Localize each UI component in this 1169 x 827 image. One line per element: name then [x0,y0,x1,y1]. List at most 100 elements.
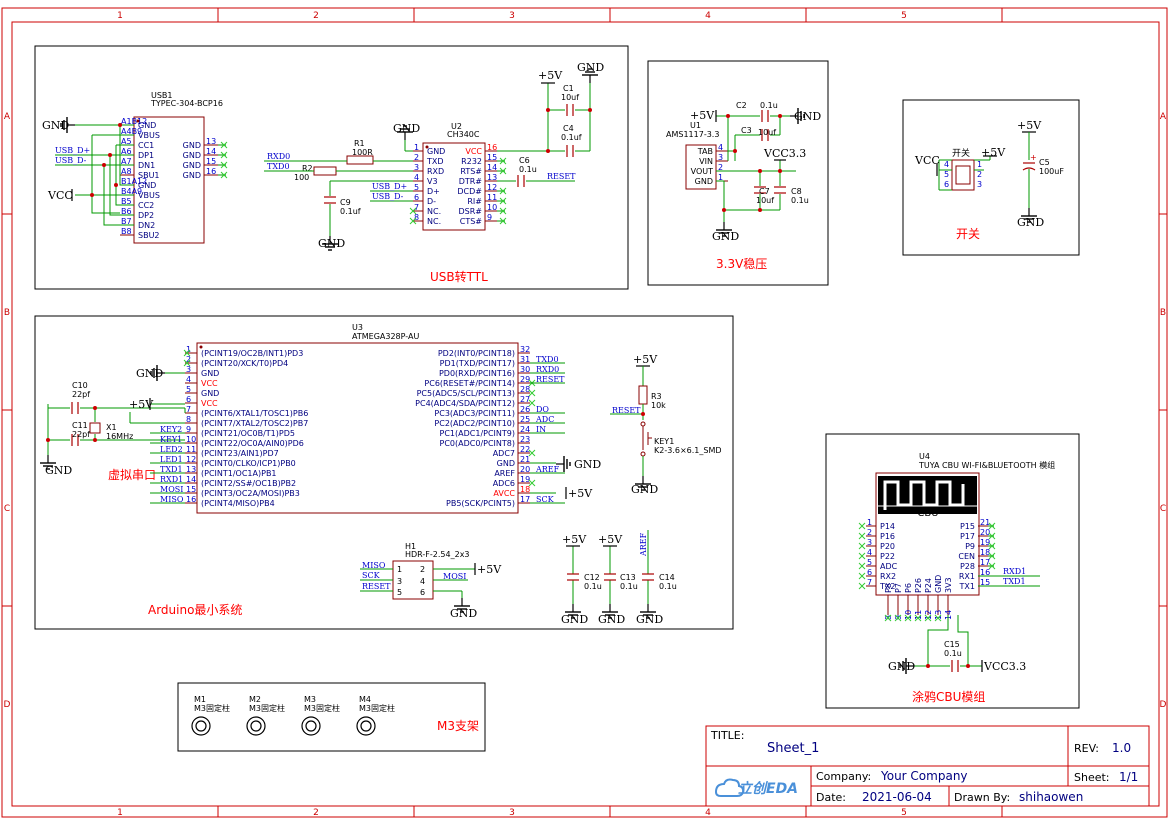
pin-name: (PCINT21/OC0B/T1)PD5 [201,429,295,438]
net-reset: RESET [612,406,641,415]
pin-number: 12 [487,183,497,192]
ref-designator: C11 [72,421,88,430]
pin-name: PC1(ADC1/PCINT9) [440,429,515,438]
block-label: USB转TTL [430,269,488,284]
block-label: 3.3V稳压 [716,256,767,271]
pin-name: CC1 [138,141,154,150]
gnd-label: GND [1017,216,1044,229]
gnd-label: GND [318,237,345,250]
pin-number: 6 [186,395,191,404]
pin-number: 14 [206,147,216,156]
mount-hole-inner [360,720,372,732]
pin-name: VIN [699,157,713,166]
cbu-block: 涂鸦CBU模组 U4 TUYA CBU WI-FI&BLUETOOTH 模组 C… [825,433,1080,709]
pin-name: (PCINT4/MISO)PB4 [201,499,275,508]
pin-name: GND [201,369,219,378]
pin-name: P24 [924,578,933,593]
part-value: 0.1u [519,165,537,174]
pin-number: B1A12 [121,177,147,186]
pin-name: RTS# [460,167,482,176]
ch340-right-pins: 16VCC15R23214RTS#13DTR#12DCD#11RI#10DSR#… [457,143,507,226]
part-value: 10uf [561,93,579,102]
mount-hole-inner [305,720,317,732]
pin-number: 2 [186,355,191,364]
pin-name: ADC7 [493,449,515,458]
pin-number: 15 [186,485,196,494]
part-value: M3固定柱 [359,703,395,713]
pin-name: PC5(ADC5/SCL/PCINT13) [417,389,515,398]
pin-number: 3 [718,153,723,162]
ref-designator: M1 [194,695,206,704]
pin-number: 15 [206,157,216,166]
part-value: 100R [352,148,373,157]
pin-name: PC4(ADC4/SDA/PCINT12) [415,399,515,408]
pin-name: (PCINT23/AIN1)PD7 [201,449,279,458]
net-label: IN [536,425,546,434]
no-connect-mark [858,542,866,550]
ref-designator: C12 [584,573,600,582]
net-usb-dp: USB_D+ [55,146,90,155]
pin-number: 8 [186,415,191,424]
pin-number: 14 [487,163,497,172]
part-value: 10k [651,401,666,410]
pin-number: 4 [867,548,872,557]
pin-name: RX1 [959,572,975,581]
ref-designator: X1 [106,423,117,432]
pin-number: 6 [944,180,949,189]
pin-number: 32 [520,345,530,354]
no-connect-mark [858,552,866,560]
gnd-label: GND [136,367,163,380]
net-sck: SCK [362,571,381,580]
pin-number: 5 [186,385,191,394]
pin-number: 17 [520,495,530,504]
header-h1: H1 HDR-F-2.54_2x3 1 2 3 4 5 6 MISO SCK [360,542,502,620]
pin-number: A5 [121,137,132,146]
ref-designator: C2 [736,101,747,110]
pin-number: 2 [718,163,723,172]
pin-number: 18 [520,485,530,494]
pin-number: 23 [520,435,530,444]
pin-number: 13 [934,610,943,620]
pin-number: 18 [980,548,990,557]
net-aref: AREF [639,532,648,557]
pin-name: PC6(RESET#/PCINT14) [424,379,515,388]
power-label: +5V [1017,119,1042,132]
pin-number: B6 [121,207,132,216]
pin-name: SBU1 [138,171,160,180]
ref-designator: M2 [249,695,261,704]
net-label: LED2 [160,445,183,454]
net-label: KEY1 [160,435,182,444]
pin-name: NC. [427,207,441,216]
pin-name: PD2(INT0/PCINT18) [438,349,515,358]
net-label: MOSI [160,485,183,494]
pin-number: 1 [414,143,419,152]
ref-designator: C3 [741,126,752,135]
part-value: TYPEC-304-BCP16 [150,99,223,108]
pin-number: 4 [718,143,723,152]
pin-number: 6 [414,193,419,202]
pin-name: (PCINT6/XTAL1/TOSC1)PB6 [201,409,308,418]
pin-name: P6 [904,583,913,593]
ref-designator: KEY1 [654,437,674,446]
pin-name: AREF [494,469,515,478]
net-reset: RESET [547,172,576,181]
pin-number: 1 [867,518,872,527]
pin-name: TX2 [879,582,895,591]
pin-name: VCC [201,399,218,408]
title-label: TITLE: [710,729,744,742]
pin-number: 7 [186,405,191,414]
part-value: 0.1u [620,582,638,591]
power-label: +5V [981,146,1006,159]
pin-number: 13 [186,465,196,474]
col-label-top: 3 [509,11,515,21]
pin-name: AVCC [493,489,515,498]
pin-name: PC3(ADC3/PCINT11) [434,409,515,418]
pin-name: (PCINT20/XCK/T0)PD4 [201,359,288,368]
row-label-left: A [4,112,11,122]
net-label: ADC [535,415,554,424]
net-rxd0: RXD0 [267,152,290,161]
pin-number: 4 [186,375,191,384]
ref-designator: C15 [944,640,960,649]
pin-number: B4A9 [121,187,142,196]
